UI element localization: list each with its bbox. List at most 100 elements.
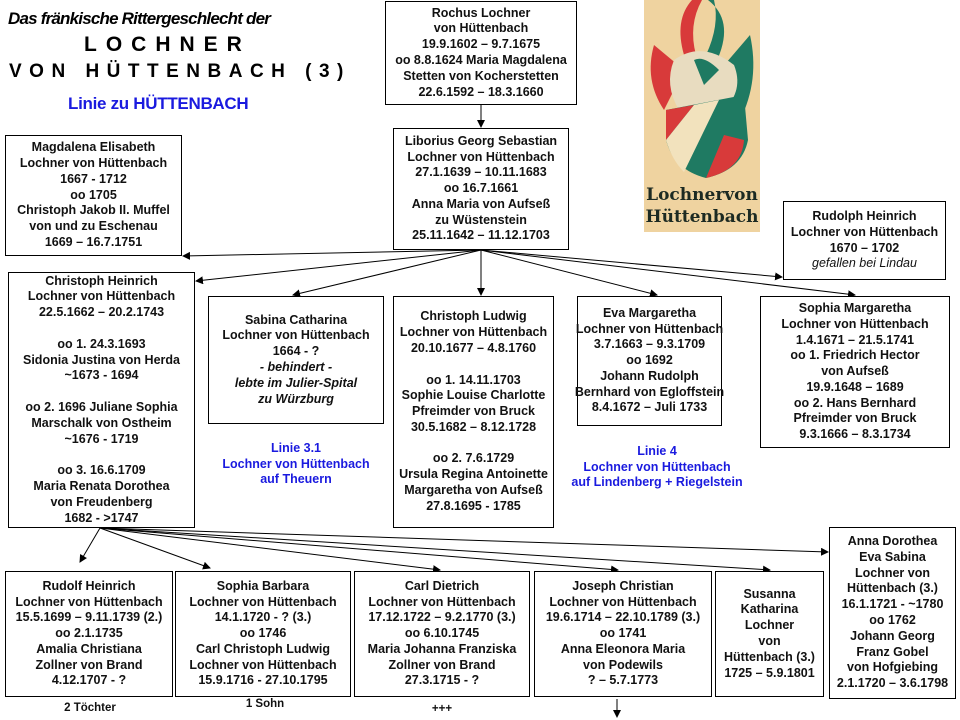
person-line: Zollner von Brand: [388, 657, 496, 672]
person-line: oo 2. Hans Bernhard: [793, 395, 917, 410]
coat-of-arms-image: Lochnervon Hüttenbach: [644, 0, 760, 232]
person-line: Maria Johanna Franziska: [367, 641, 517, 656]
person-line: 27.8.1695 - 1785: [426, 498, 521, 513]
person-line: 16.1.1721 - ~1780: [841, 597, 944, 612]
descent-arrow: [99, 527, 619, 574]
person-line: Joseph Christian: [572, 578, 674, 593]
person-line: 20.10.1677 – 4.8.1760: [410, 340, 537, 355]
person-line: von Freudenberg: [50, 494, 153, 509]
person-line: 1664 - ?: [272, 344, 320, 359]
person-line: 15.5.1699 – 9.11.1739 (2.): [15, 610, 163, 625]
person-line: Lochner: [744, 618, 795, 633]
person-line: Pfreimder von Bruck: [793, 411, 917, 426]
person-line: Maria Renata Dorothea: [33, 478, 170, 493]
person-line: Bernhard von Egloffstein: [574, 384, 725, 399]
person-line: Amalia Christiana: [36, 641, 142, 656]
person-line: Lochner von Hüttenbach: [407, 149, 555, 164]
person-line: Sabina Catharina: [244, 312, 348, 327]
person-line: Sophie Louise Charlotte: [401, 388, 546, 403]
descent-arrow: [480, 249, 783, 281]
person-note: - behindert -: [259, 360, 333, 374]
person-line: von Hofgiebing: [847, 660, 938, 675]
descent-arrow: [99, 527, 771, 574]
person-note: gefallen bei Lindau: [812, 256, 917, 271]
person-line: 22.6.1592 – 18.3.1660: [418, 84, 544, 99]
descent-arrow: [99, 527, 829, 556]
person-line: 19.9.1648 – 1689: [806, 379, 904, 394]
person-line: 1.4.1671 – 21.5.1741: [795, 332, 915, 347]
person-line: Lochner von Hüttenbach: [399, 325, 548, 340]
person-line: 30.5.1682 – 8.12.1728: [410, 419, 537, 434]
person-line: 1667 - 1712: [60, 171, 127, 186]
person-line: 25.11.1642 – 11.12.1703: [412, 228, 550, 243]
person-line: 27.1.1639 – 10.11.1683: [415, 165, 547, 180]
person-line: von und zu Eschenau: [29, 219, 158, 234]
person-line: oo 2.1.1735: [55, 626, 123, 641]
person-line: ~1673 - 1694: [64, 368, 139, 383]
linie-4-label: Linie 4 Lochner von Hüttenbach auf Linde…: [565, 444, 749, 491]
descent-arrow: [79, 527, 101, 563]
person-line: Lochner von Hüttenbach: [781, 316, 929, 331]
title-line-1: Das fränkische Rittergeschlecht der: [8, 9, 271, 28]
person-line: Lochner von Hüttenbach: [368, 594, 516, 609]
linie-4-title: Linie 4: [637, 444, 677, 458]
person-line: Lochner von Hüttenbach: [222, 328, 370, 343]
person-line: oo 2. 1696 Juliane Sophia: [25, 400, 178, 414]
descent-arrow: [480, 249, 856, 299]
person-line: Zollner von Brand: [35, 657, 143, 672]
person-line: oo 2. 7.6.1729: [432, 451, 515, 466]
person-line: Ursula Regina Antoinette: [399, 467, 548, 482]
person-line: 27.3.1715 - ?: [404, 673, 480, 688]
descent-arrow: [182, 249, 482, 260]
rudolf-descendants-note: 2 Töchter: [64, 702, 116, 714]
person-line: Lochner von Hüttenbach: [575, 321, 724, 336]
linie-3-1-label: Linie 3.1 Lochner von Hüttenbach auf The…: [204, 441, 388, 488]
person-line: Rudolph Heinrich: [812, 208, 917, 223]
title-line-3: VON HÜTTENBACH (3): [9, 61, 351, 82]
person-line: 4.12.1707 - ?: [51, 673, 127, 688]
person-line: Anna Dorothea: [847, 534, 938, 549]
person-line: 8.4.1672 – Juli 1733: [591, 400, 708, 415]
person-line: von Aufseß: [821, 364, 889, 379]
person-line: oo 8.8.1624 Maria Magdalena: [395, 53, 567, 67]
descent-arrow: [480, 249, 658, 298]
svg-text:Hüttenbach: Hüttenbach: [646, 207, 759, 227]
person-line: Hüttenbach (3.): [847, 581, 938, 596]
person-line: oo 1. Friedrich Hector: [790, 348, 920, 363]
person-line: zu Wüstenstein: [435, 212, 527, 227]
person-line: oo 1741: [599, 626, 647, 641]
person-line: 15.9.1716 - 27.10.1795: [198, 673, 328, 688]
person-line: oo 1692: [626, 353, 673, 368]
person-line: Katharina: [740, 602, 799, 617]
person-line: Lochner von Hüttenbach: [19, 156, 168, 170]
person-line: Lochner von Hüttenbach: [15, 594, 163, 609]
person-line: Stetten von Kocherstetten: [403, 68, 559, 83]
person-line: oo 1. 24.3.1693: [57, 336, 146, 351]
descent-arrow: [99, 527, 441, 574]
person-line: Susanna: [743, 586, 796, 601]
person-line: Lochner von Hüttenbach: [549, 594, 697, 609]
person-line: Sophia Barbara: [216, 578, 310, 593]
person-line: 2.1.1720 – 3.6.1798: [836, 676, 949, 691]
person-line: ~1676 - 1719: [64, 431, 139, 446]
person-line: 14.1.1720 - ? (3.): [214, 610, 312, 625]
person-note: lebte im Julier-Spital: [234, 375, 358, 390]
sophia-barbara-descendants-note: 1 Sohn: [245, 698, 285, 710]
person-line: Carl Dietrich: [404, 578, 480, 593]
person-line: Johann Georg: [850, 628, 935, 643]
person-line: von Podewils: [583, 657, 663, 672]
subtitle: Linie zu HÜTTENBACH: [68, 94, 249, 113]
